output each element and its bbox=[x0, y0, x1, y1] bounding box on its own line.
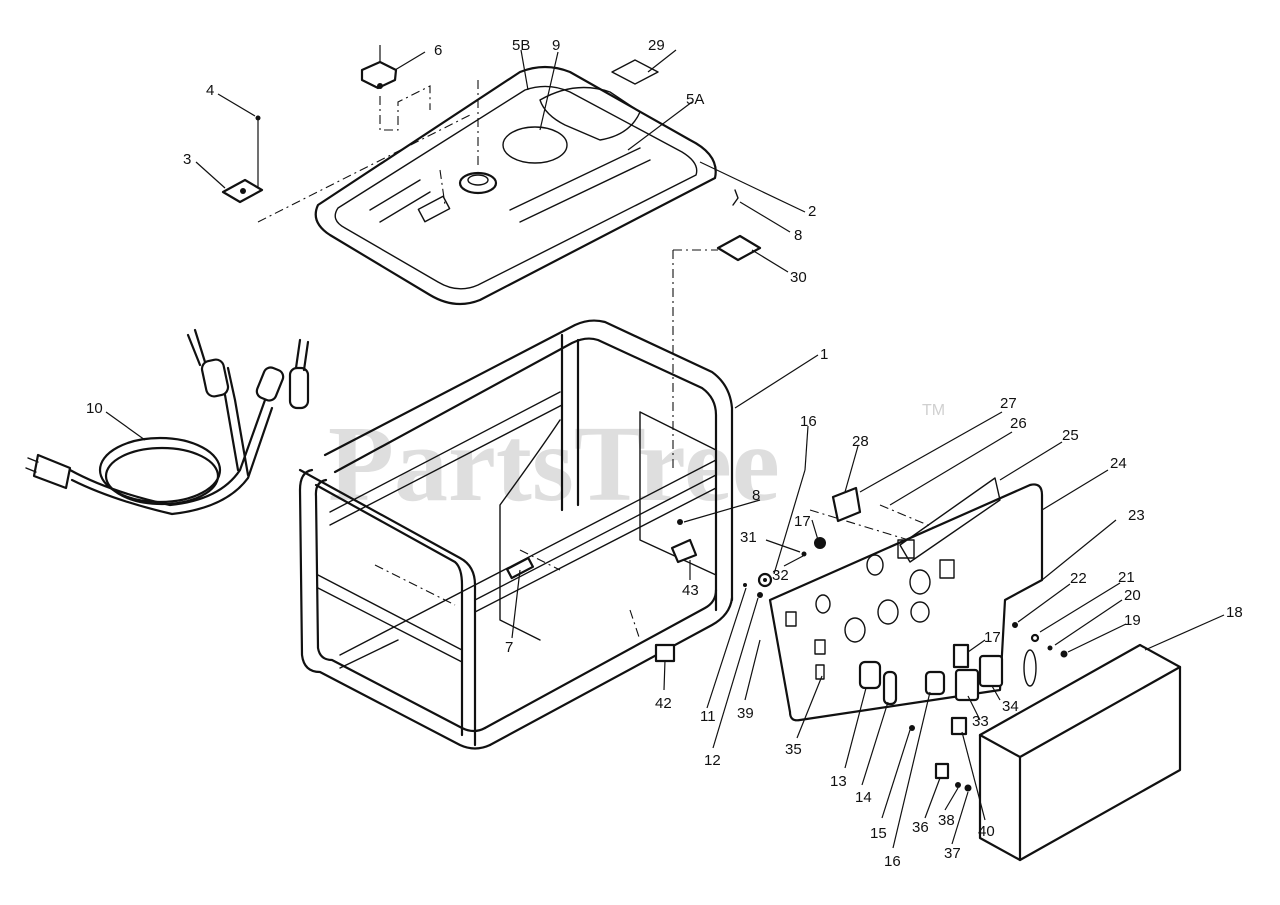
callout-9: 9 bbox=[552, 37, 560, 54]
callout-8-top: 8 bbox=[794, 227, 802, 244]
callout-23: 23 bbox=[1128, 507, 1145, 524]
battery-cover bbox=[978, 643, 1182, 862]
callout-16-bottom: 16 bbox=[884, 853, 901, 870]
callout-31: 31 bbox=[740, 529, 757, 546]
callout-5A: 5A bbox=[686, 91, 704, 108]
callout-6: 6 bbox=[434, 42, 442, 59]
callout-7: 7 bbox=[505, 639, 513, 656]
callout-13: 13 bbox=[830, 773, 847, 790]
callout-8-mid: 8 bbox=[752, 487, 760, 504]
callout-27: 27 bbox=[1000, 395, 1017, 412]
callout-11: 11 bbox=[700, 708, 716, 725]
callout-39: 39 bbox=[737, 705, 754, 722]
callout-18: 18 bbox=[1226, 604, 1243, 621]
watermark-tm: TM bbox=[922, 402, 945, 419]
callout-33: 33 bbox=[972, 713, 989, 730]
callout-25: 25 bbox=[1062, 427, 1079, 444]
mount-bracket-30 bbox=[716, 189, 762, 262]
callout-35: 35 bbox=[785, 741, 802, 758]
callout-19: 19 bbox=[1124, 612, 1141, 629]
callout-42: 42 bbox=[655, 695, 672, 712]
panel-components bbox=[743, 486, 1068, 792]
callout-20: 20 bbox=[1124, 587, 1141, 604]
callout-24: 24 bbox=[1110, 455, 1127, 472]
callout-43: 43 bbox=[682, 582, 699, 599]
callout-32: 32 bbox=[772, 567, 789, 584]
callout-17-top: 17 bbox=[794, 513, 811, 530]
callout-29: 29 bbox=[648, 37, 665, 54]
fuel-tank bbox=[314, 65, 717, 306]
callout-22: 22 bbox=[1070, 570, 1087, 587]
callout-5B: 5B bbox=[512, 37, 530, 54]
decal-29 bbox=[611, 59, 659, 85]
callout-3: 3 bbox=[183, 151, 191, 168]
callouts: 6 5B 9 29 5A 4 3 2 8 30 1 10 27 26 25 24… bbox=[86, 37, 1243, 870]
callout-2: 2 bbox=[808, 203, 816, 220]
assembly-line-frame bbox=[374, 504, 1041, 641]
fuel-cap bbox=[360, 60, 398, 90]
callout-16-top: 16 bbox=[800, 413, 817, 430]
fuel-gauge-bracket bbox=[221, 115, 264, 204]
callout-30: 30 bbox=[790, 269, 807, 286]
main-frame bbox=[298, 319, 734, 750]
callout-28: 28 bbox=[852, 433, 869, 450]
callout-26: 26 bbox=[1010, 415, 1027, 432]
leader-lines bbox=[105, 45, 1225, 849]
callout-4: 4 bbox=[206, 82, 214, 99]
callout-34: 34 bbox=[1002, 698, 1019, 715]
frame-small-parts bbox=[505, 519, 698, 663]
callout-1: 1 bbox=[820, 346, 828, 363]
callout-14: 14 bbox=[855, 789, 872, 806]
callout-17-bottom: 17 bbox=[984, 629, 1001, 646]
callout-10: 10 bbox=[86, 400, 103, 417]
callout-38: 38 bbox=[938, 812, 955, 829]
callout-36: 36 bbox=[912, 819, 929, 836]
callout-12: 12 bbox=[704, 752, 721, 769]
callout-21: 21 bbox=[1118, 569, 1135, 586]
watermark-text: PartsTree bbox=[328, 405, 780, 524]
control-panel bbox=[768, 477, 1044, 722]
callout-15: 15 bbox=[870, 825, 887, 842]
power-cord bbox=[25, 328, 310, 516]
assembly-line-tank bbox=[257, 80, 718, 470]
callout-40: 40 bbox=[978, 823, 995, 840]
callout-37: 37 bbox=[944, 845, 961, 862]
